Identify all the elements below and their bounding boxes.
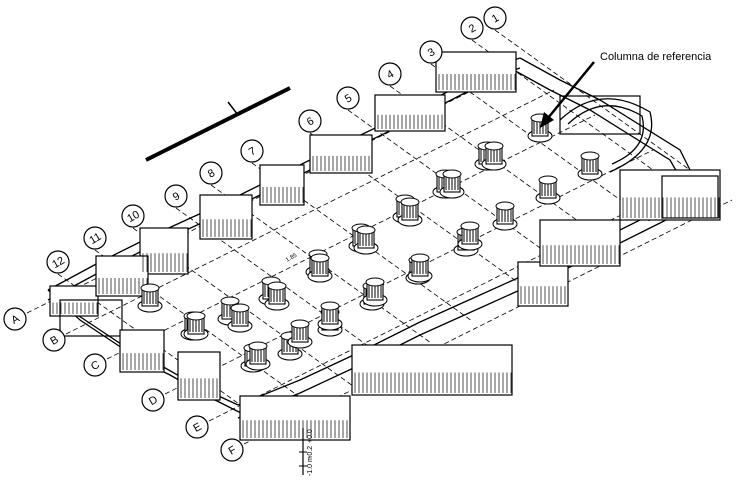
column [457,221,483,251]
axis-label-4: 4 [378,62,402,86]
column [407,253,433,283]
grid-mark: 1.85 [285,252,299,263]
axis-label-2: 2 [460,16,484,40]
svg-text:6: 6 [305,115,316,128]
column [317,301,343,331]
column [245,341,271,371]
column [264,281,290,311]
svg-text:3: 3 [426,46,437,59]
column [227,303,253,333]
axis-labels-letters: ABC DEF [3,307,244,462]
axis-label-A: A [3,307,27,331]
axis-label-10: 10 [121,204,145,228]
column [577,151,603,181]
curved-apse [559,98,653,173]
axis-label-8: 8 [199,161,223,185]
column [492,201,518,231]
column [481,141,507,171]
column [362,277,388,307]
reference-label: Columna de referencia [600,51,712,63]
axis-label-B: B [42,328,66,352]
column [397,197,423,227]
axis-label-3: 3 [419,40,443,64]
axis-label-6: 6 [298,109,322,133]
reference-annotation: Columna de referencia [540,51,712,128]
column [287,319,313,349]
column [307,253,333,283]
axis-label-7: 7 [240,139,264,163]
svg-text:9: 9 [171,190,182,203]
axis-label-D: D [141,388,165,412]
svg-text:12: 12 [50,255,67,272]
axis-label-11: 11 [83,226,107,250]
svg-text:4: 4 [385,68,396,81]
svg-text:1: 1 [490,12,501,25]
svg-text:10: 10 [125,209,142,226]
scale-mark-2: -0.2 [307,446,314,458]
elevation-scale: +0.0 -0.2 -1.0 m [299,428,314,476]
column [439,169,465,199]
column [183,311,209,341]
svg-text:7: 7 [247,145,258,158]
svg-text:2: 2 [467,22,478,35]
axis-label-F: F [220,438,244,462]
scale-mark-1: +0.0 [307,429,314,443]
axis-label-C: C [83,353,107,377]
axis-label-9: 9 [164,184,188,208]
axis-label-12: 12 [46,250,70,274]
axis-label-E: E [185,415,209,439]
axis-label-5: 5 [336,86,360,110]
north-arrow [145,86,291,162]
wall-hatching [52,74,720,438]
columns [137,113,603,373]
axis-label-1: 1 [483,6,507,30]
column [353,225,379,255]
wall-blocks [49,51,721,441]
svg-text:8: 8 [206,167,217,180]
svg-text:11: 11 [88,231,104,247]
column [137,283,163,313]
scale-mark-3: -1.0 m [307,456,314,476]
svg-text:5: 5 [343,92,354,105]
column [535,175,561,205]
